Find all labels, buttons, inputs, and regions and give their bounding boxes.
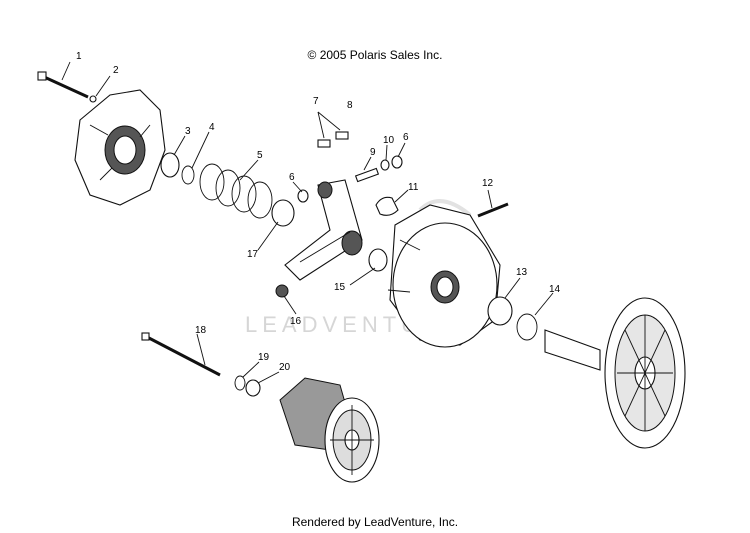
part-1-bolt bbox=[37, 71, 89, 99]
callout-6-right: 6 bbox=[403, 132, 409, 143]
part-16-nut bbox=[275, 284, 289, 298]
watermark-logo bbox=[418, 199, 472, 217]
part-9-pin bbox=[354, 167, 380, 183]
part-20-nut bbox=[245, 379, 261, 397]
callout-19: 19 bbox=[258, 352, 270, 363]
callout-5: 5 bbox=[257, 150, 263, 161]
callout-13: 13 bbox=[516, 267, 528, 278]
part-5-spring bbox=[199, 163, 273, 219]
callout-labels: 1 2 3 4 5 6 7 8 9 10 6 11 12 13 14 15 16… bbox=[76, 51, 561, 373]
callout-4: 4 bbox=[209, 122, 215, 133]
part-11-weight bbox=[375, 196, 399, 216]
callout-2: 2 bbox=[113, 65, 119, 76]
spider-cover-plate bbox=[74, 89, 166, 206]
callout-7: 7 bbox=[313, 96, 319, 107]
callout-17: 17 bbox=[247, 249, 259, 260]
moveable-sheave bbox=[387, 204, 501, 348]
callout-1: 1 bbox=[76, 51, 82, 62]
leader-lines bbox=[61, 61, 554, 384]
clutch-assembly-complete bbox=[279, 377, 380, 483]
callout-16: 16 bbox=[290, 316, 302, 327]
part-3-bushing bbox=[160, 152, 180, 178]
arm-assembly bbox=[284, 179, 363, 281]
callout-20: 20 bbox=[279, 362, 291, 373]
part-14-ring bbox=[516, 313, 538, 341]
part-10-washer bbox=[380, 159, 390, 171]
part-6-roller-left bbox=[297, 189, 309, 203]
part-12-bolt bbox=[477, 202, 509, 218]
part-13-bushing bbox=[487, 296, 513, 326]
part-17-spring-cup bbox=[271, 199, 295, 227]
callout-18: 18 bbox=[195, 325, 207, 336]
fixed-sheave bbox=[544, 297, 686, 449]
callout-6-left: 6 bbox=[289, 172, 295, 183]
part-2-washer bbox=[89, 95, 97, 103]
callout-10: 10 bbox=[383, 135, 395, 146]
part-6-roller-right bbox=[391, 155, 403, 169]
part-19-washer bbox=[234, 375, 246, 391]
copyright-text: © 2005 Polaris Sales Inc. bbox=[307, 48, 443, 62]
callout-14: 14 bbox=[549, 284, 561, 295]
rendered-by-text: Rendered by LeadVenture, Inc. bbox=[291, 515, 459, 529]
callout-8: 8 bbox=[347, 100, 353, 111]
callout-15: 15 bbox=[334, 282, 346, 293]
part-18-bolt bbox=[141, 332, 221, 377]
callout-3: 3 bbox=[185, 126, 191, 137]
part-7-8-pins bbox=[317, 131, 349, 148]
part-4-ring bbox=[181, 165, 195, 185]
callout-9: 9 bbox=[370, 147, 376, 158]
callout-12: 12 bbox=[482, 178, 494, 189]
part-15-bushing bbox=[368, 248, 388, 272]
callout-11: 11 bbox=[408, 182, 419, 193]
